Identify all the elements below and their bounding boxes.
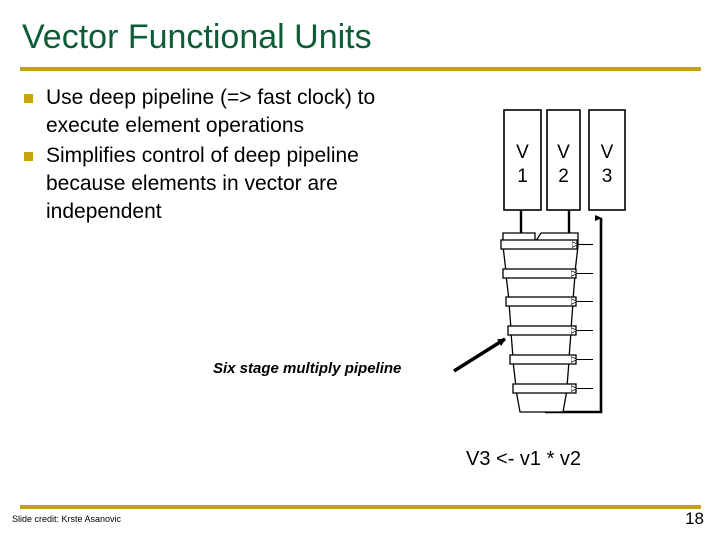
register-v3-label-line2: 3 [602, 166, 613, 187]
pipeline-stage-4 [510, 331, 572, 359]
pipeline-stage-1 [502, 245, 579, 273]
pipeline-latch-1 [500, 239, 593, 250]
title-divider [20, 67, 701, 71]
page-number: 18 [685, 509, 704, 528]
register-v2-label-line2: 2 [558, 166, 569, 187]
pipeline-latches [500, 239, 593, 394]
list-item: Simplifies control of deep pipeline beca… [24, 142, 394, 226]
pipeline-stage-3 [508, 302, 574, 330]
pipeline-inlet-left [502, 232, 536, 254]
result-feedback-path [545, 215, 603, 414]
pipeline-latch-2 [502, 268, 593, 279]
pipeline-stage-2 [505, 274, 576, 301]
register-box-v1: V 1 [503, 109, 542, 211]
bullet-square-icon [24, 94, 33, 103]
pipeline-latch-3 [505, 296, 593, 307]
pipeline-latch-6 [512, 383, 593, 394]
caption-leader-arrow [453, 337, 506, 373]
pipeline-caption: Six stage multiply pipeline [213, 360, 402, 377]
pipeline-stage-6 [515, 389, 568, 413]
register-v2-label-line1: V [557, 142, 570, 163]
list-item: Use deep pipeline (=> fast clock) to exe… [24, 84, 394, 140]
pipeline-inlet-right [533, 232, 579, 252]
register-v3-label-line1: V [601, 142, 614, 163]
pipeline-latch-5 [509, 354, 593, 365]
slide-credit: Slide credit: Krste Asanovic [12, 514, 122, 524]
register-box-v3: V 3 [588, 109, 626, 211]
pipeline-stage-5 [512, 360, 570, 388]
pipeline-latch-4 [507, 325, 593, 336]
bullet-text: Simplifies control of deep pipeline beca… [46, 143, 359, 223]
register-box-v2: V 2 [546, 109, 581, 211]
pipeline-funnel [502, 232, 579, 413]
footer-divider [20, 505, 701, 509]
page-title: Vector Functional Units [22, 18, 372, 56]
equation-label: V3 <- v1 * v2 [466, 448, 582, 470]
register-v1-label-line1: V [516, 142, 529, 163]
register-v1-label-line2: 1 [517, 166, 528, 187]
bullet-list: Use deep pipeline (=> fast clock) to exe… [24, 84, 394, 228]
bullet-square-icon [24, 151, 33, 161]
bullet-text: Use deep pipeline (=> fast clock) to exe… [46, 86, 376, 137]
